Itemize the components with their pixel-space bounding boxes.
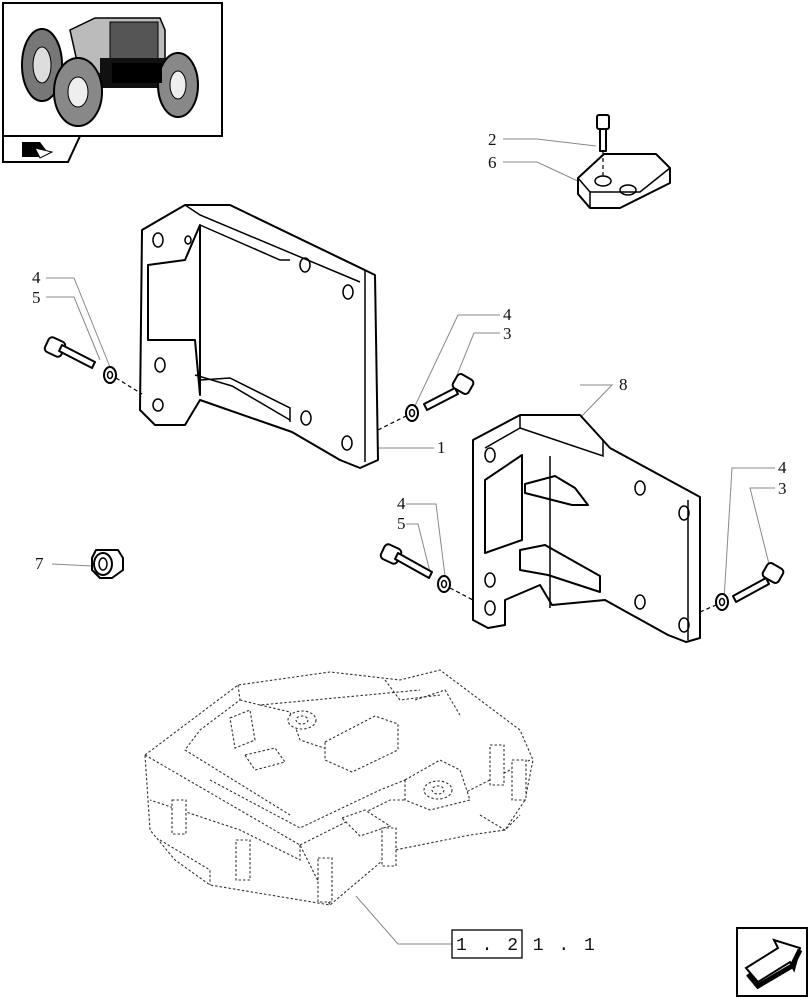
callout-labels: 2 6 4 5 4 3 1 8 4 5 4 3 7 xyxy=(32,130,787,573)
callout-4: 4 xyxy=(778,458,787,477)
callout-6: 6 xyxy=(488,153,497,172)
reference-link[interactable]: 1 . 2 1 . 1 xyxy=(451,929,597,959)
callout-5: 5 xyxy=(32,288,41,307)
section-badge[interactable] xyxy=(2,135,82,163)
next-page-button[interactable] xyxy=(736,927,808,997)
screw-part-5 xyxy=(379,543,433,579)
callout-4: 4 xyxy=(32,268,41,287)
washer-part-4 xyxy=(103,366,143,395)
screw-part-2 xyxy=(596,114,610,178)
next-page-arrow-icon xyxy=(744,938,803,990)
tractor-front-view-icon xyxy=(21,17,199,127)
callout-3: 3 xyxy=(778,479,787,498)
washer-part-4 xyxy=(377,404,419,431)
washer-part-4 xyxy=(437,575,474,601)
callout-4: 4 xyxy=(397,494,406,513)
section-arrow-icon xyxy=(22,142,54,159)
callout-7: 7 xyxy=(35,554,44,573)
bushing-part-7 xyxy=(91,549,124,579)
washer-part-4 xyxy=(699,593,729,613)
bracket-part-8 xyxy=(472,414,701,643)
bracket-part-1 xyxy=(139,204,379,469)
callout-8: 8 xyxy=(619,375,628,394)
callout-2: 2 xyxy=(488,130,497,149)
plate-part-6 xyxy=(577,153,671,209)
tractor-thumbnail[interactable] xyxy=(2,2,223,137)
reference-label: 1 . 2 1 . 1 xyxy=(456,936,597,956)
screw-part-3 xyxy=(732,562,785,603)
callout-1: 1 xyxy=(437,438,446,457)
screw-part-5 xyxy=(43,336,96,369)
front-support-chassis xyxy=(144,669,534,906)
leader-lines xyxy=(46,138,775,945)
callout-4: 4 xyxy=(503,305,512,324)
callout-5: 5 xyxy=(397,514,406,533)
screw-part-3 xyxy=(423,373,475,411)
callout-3: 3 xyxy=(503,324,512,343)
